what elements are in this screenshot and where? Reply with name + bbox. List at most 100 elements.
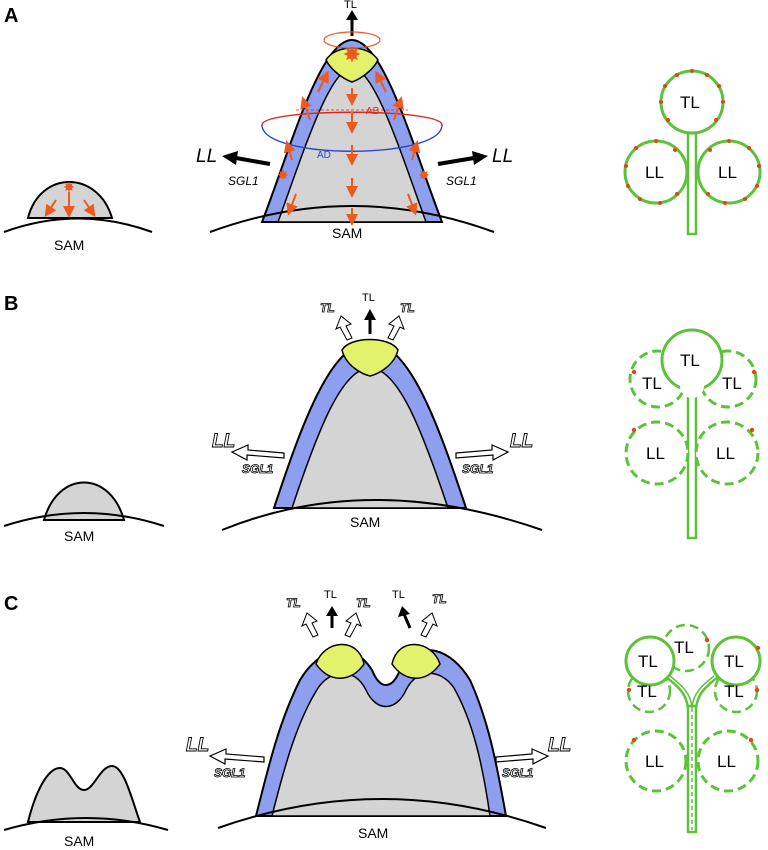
sgl-right-label: SGL1	[502, 766, 534, 780]
sgl-left-label: SGL1	[242, 462, 274, 476]
ll-left-outline-arrow	[230, 444, 285, 461]
auxin-dot	[751, 369, 757, 375]
tl-outline-arrow-right	[387, 315, 405, 341]
small-meristem-dome	[26, 764, 142, 823]
tl-outline-arrow	[301, 612, 319, 638]
tl-arrow-head	[326, 606, 338, 616]
ab-label: AB	[366, 106, 380, 117]
leaflet-ll-right	[696, 729, 760, 793]
small-sam-c: SAM	[3, 764, 169, 849]
ground-line	[221, 499, 543, 531]
leaf-label-ll-left: LL	[646, 444, 665, 463]
sam-small-label: SAM	[64, 528, 94, 544]
tl-outline-arrow	[344, 612, 362, 638]
auxin-dots	[624, 69, 761, 205]
auxin-dot	[748, 737, 754, 743]
leaf-diagram-b: TL TL TL LL LL	[624, 328, 760, 540]
auxin-maximum-star: ✸	[343, 43, 361, 68]
auxin-dot	[631, 737, 637, 743]
auxin-dot	[755, 645, 761, 651]
tl-outline-2-label: TL	[356, 596, 371, 610]
tl-outline-right-label: TL	[400, 301, 415, 315]
leaflet-ll-right	[694, 420, 760, 486]
leaf-diagram-a: TL LL LL	[623, 69, 762, 236]
orange-ring	[323, 31, 381, 49]
panel-b: B SAM TL TL TL LL SGL1 LL SGL1 SAM	[3, 292, 760, 544]
tip-region-left	[315, 643, 365, 679]
leaf-label-tl-1: TL	[638, 652, 658, 671]
panel-a: A ✸ SAM TL ✸ AB	[3, 0, 762, 253]
tl-arrow-head	[398, 606, 410, 617]
tl-top-label: TL	[344, 0, 357, 11]
sam-large-label: SAM	[332, 225, 362, 241]
sgl-right-label: SGL1	[446, 174, 477, 188]
ll-left-outline-arrow	[208, 748, 265, 765]
leaf-label-tl-left: TL	[642, 374, 662, 393]
ground-line	[209, 205, 495, 233]
tip-region-right	[391, 643, 441, 679]
ground-line	[3, 217, 153, 233]
large-sam-b: TL TL TL LL SGL1 LL SGL1 SAM	[212, 292, 543, 531]
ground-line	[217, 798, 547, 829]
tl-solid-left-label: TL	[324, 589, 337, 601]
tl-center-label: TL	[362, 292, 375, 304]
auxin-arrow	[408, 140, 421, 161]
large-sam-a: TL ✸ AB AD ✸ ✸	[196, 0, 513, 241]
panel-letter-c: C	[4, 593, 18, 615]
leaf-label-tl-5: TL	[724, 682, 744, 701]
stem-branch-inner-right	[691, 675, 715, 709]
ll-right-outline-arrow	[495, 748, 550, 765]
tl-arrow-head	[346, 10, 358, 20]
auxin-arrow	[286, 193, 298, 216]
leaf-label-ll-right: LL	[716, 444, 735, 463]
tl-arrow	[402, 613, 412, 629]
leaf-stem	[686, 386, 698, 540]
ground-line	[3, 817, 169, 831]
leaf-label-tl: TL	[680, 351, 700, 370]
leaf-label-ll-right: LL	[718, 163, 737, 182]
panel-letter-b: B	[4, 293, 18, 315]
sam-large-label: SAM	[350, 514, 380, 530]
leaf-diagram-c: TL TL TL TL TL LL LL	[624, 623, 762, 834]
auxin-maximum-star: ✸	[277, 168, 289, 184]
ll-left-label: LL	[212, 431, 235, 452]
auxin-dot	[754, 687, 760, 693]
ll-left-label: LL	[196, 146, 217, 167]
leaf-label-tl-right: TL	[722, 374, 742, 393]
stem-branch-inner-left	[669, 675, 693, 709]
tl-solid-right-label: TL	[392, 589, 405, 601]
auxin-dot	[631, 369, 637, 375]
sam-small-label: SAM	[64, 833, 94, 849]
auxin-arrow	[300, 96, 312, 121]
tl-arrow-head	[364, 309, 376, 320]
ll-right-arrow	[437, 156, 475, 166]
leaf-label-tl: TL	[680, 93, 700, 112]
sam-small-label: SAM	[54, 237, 84, 253]
auxin-dot	[626, 687, 632, 693]
sgl-right-label: SGL1	[462, 462, 494, 476]
auxin-arrow	[406, 193, 418, 216]
auxin-dot	[631, 427, 637, 433]
ad-label: AD	[317, 150, 331, 161]
tl-outline-left-label: TL	[320, 301, 335, 315]
leaf-label-ll-right: LL	[717, 752, 736, 771]
auxin-arrow	[392, 96, 404, 121]
ll-right-label: LL	[510, 431, 533, 452]
leaflet-tl-solid-right	[710, 635, 762, 687]
panel-c: C SAM TL TL TL TL TL LL SGL	[3, 589, 762, 849]
ground-line	[3, 512, 165, 527]
tip-region	[341, 338, 399, 377]
sam-large-label: SAM	[358, 825, 388, 841]
tl-outline-1-label: TL	[286, 596, 301, 610]
ll-left-arrow-head	[222, 151, 238, 165]
auxin-maximum-star: ✸	[418, 168, 430, 184]
sgl-left-label: SGL1	[214, 766, 246, 780]
ll-right-arrow-head	[472, 151, 488, 165]
panel-letter-a: A	[4, 5, 18, 27]
small-meristem-dome	[42, 481, 126, 521]
leaf-label-tl-3: TL	[724, 652, 744, 671]
stem-gap	[680, 374, 704, 398]
ll-left-label: LL	[186, 735, 209, 756]
auxin-arrow	[375, 70, 387, 93]
ll-right-label: LL	[548, 735, 571, 756]
